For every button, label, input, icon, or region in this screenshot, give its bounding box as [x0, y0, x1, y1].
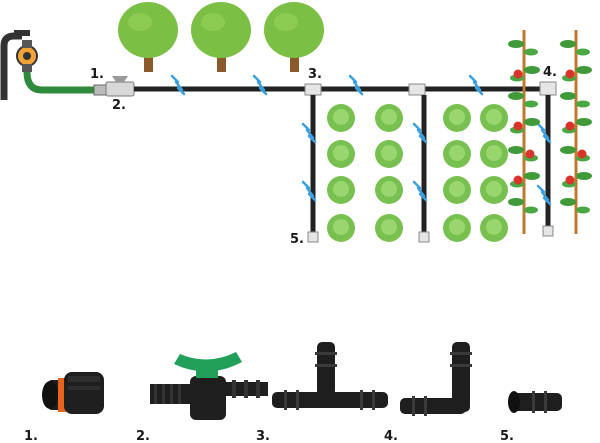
water-drip-icon	[468, 74, 484, 96]
end-plug-icon	[542, 225, 554, 237]
cabbage-icon	[480, 214, 508, 242]
tomato-leaf	[524, 118, 540, 126]
tomato-fruit	[513, 69, 523, 79]
cabbage-icon	[327, 214, 355, 242]
cabbage-icon	[443, 104, 471, 132]
part-2-valve	[150, 352, 268, 420]
tomato-leaf	[576, 48, 590, 56]
tomato-fruit	[513, 175, 523, 185]
label-4-system: 4.	[543, 65, 557, 80]
label-3-part: 3.	[256, 429, 270, 443]
part-1-quick-connector	[42, 372, 104, 414]
water-drip-icon	[301, 180, 317, 202]
end-plug-icon	[307, 231, 319, 243]
cabbage-icon	[375, 140, 403, 168]
end-plug-icon	[418, 231, 430, 243]
tomato-fruit	[565, 69, 575, 79]
tomato-fruit	[513, 121, 523, 131]
cabbage-group	[327, 104, 508, 242]
part-3-tee-connector	[272, 342, 388, 410]
tomato-leaf	[560, 92, 576, 100]
hose-connector-icon	[93, 84, 107, 96]
tomato-fruit	[525, 149, 535, 159]
tomato-leaf	[508, 40, 524, 48]
water-drip-icon	[412, 180, 428, 202]
cabbage-icon	[443, 140, 471, 168]
cabbage-icon	[480, 140, 508, 168]
cabbage-icon	[375, 104, 403, 132]
water-drip-icon	[170, 74, 186, 96]
tee-connector-icon	[304, 83, 322, 96]
water-drip-icon	[301, 122, 317, 144]
label-1-system: 1.	[90, 67, 104, 82]
tomato-leaf	[576, 118, 592, 126]
cabbage-icon	[480, 104, 508, 132]
label-3-system: 3.	[308, 67, 322, 82]
tomato-leaf	[524, 66, 540, 74]
cabbage-icon	[327, 140, 355, 168]
label-2-part: 2.	[136, 429, 150, 443]
tomato-leaf	[508, 92, 524, 100]
cabbage-icon	[443, 214, 471, 242]
tree-group	[118, 2, 324, 72]
cabbage-icon	[327, 104, 355, 132]
part-4-elbow-connector	[400, 342, 472, 416]
cabbage-icon	[375, 214, 403, 242]
part-5-end-plug	[508, 391, 562, 413]
tee-connector-icon	[408, 83, 426, 96]
tomato-leaf	[560, 146, 576, 154]
tree-icon	[118, 2, 178, 72]
cabbage-icon	[375, 176, 403, 204]
tomato-leaf	[508, 146, 524, 154]
tomato-leaf	[524, 100, 538, 108]
valve-icon	[105, 76, 135, 97]
tomato-fruit	[577, 149, 587, 159]
faucet-icon	[0, 30, 38, 100]
tomato-leaf	[524, 206, 538, 214]
tomato-leaf	[508, 198, 524, 206]
label-2-system: 2.	[112, 98, 126, 113]
water-drip-group	[170, 74, 552, 206]
water-drip-icon	[348, 74, 364, 96]
elbow-connector-icon	[539, 81, 557, 96]
water-drip-icon	[536, 122, 552, 144]
water-drip-icon	[412, 122, 428, 144]
label-5-part: 5.	[500, 429, 514, 443]
tomato-leaf	[576, 100, 590, 108]
cabbage-icon	[480, 176, 508, 204]
tomato-fruit	[565, 121, 575, 131]
tomato-leaf	[576, 172, 592, 180]
tomato-fruit	[565, 175, 575, 185]
garden-hose	[23, 71, 96, 94]
label-1-part: 1.	[24, 429, 38, 443]
label-5-system: 5.	[290, 232, 304, 247]
tomato-leaf	[560, 40, 576, 48]
cabbage-icon	[327, 176, 355, 204]
tomato-leaf	[524, 48, 538, 56]
water-drip-icon	[252, 74, 268, 96]
tree-icon	[264, 2, 324, 72]
tomato-leaf	[576, 206, 590, 214]
cabbage-icon	[443, 176, 471, 204]
tomato-leaf	[524, 172, 540, 180]
tomato-leaf	[576, 66, 592, 74]
tree-icon	[191, 2, 251, 72]
tomato-leaf	[560, 198, 576, 206]
water-drip-icon	[536, 184, 552, 206]
label-4-part: 4.	[384, 429, 398, 443]
tomato-plants	[508, 30, 592, 234]
